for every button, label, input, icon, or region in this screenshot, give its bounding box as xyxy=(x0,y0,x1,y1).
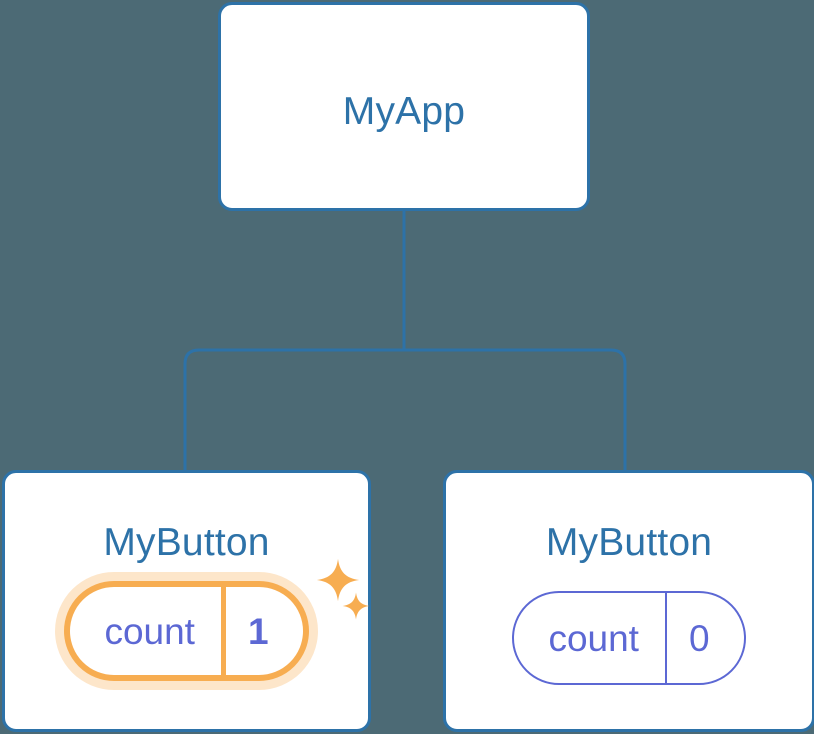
node-card-child-2[interactable]: MyButton count 0 xyxy=(443,470,814,732)
node-title-child-1: MyButton xyxy=(103,521,270,564)
state-key-child-1: count xyxy=(104,610,195,652)
state-badge-child-2[interactable]: count 0 xyxy=(512,591,746,685)
node-title-root: MyApp xyxy=(342,90,466,133)
node-card-child-1[interactable]: MyButton count 1 xyxy=(2,470,371,732)
node-title-child-2: MyButton xyxy=(545,521,713,564)
state-badge-wrap-child-2: count 0 xyxy=(446,591,812,685)
state-badge-child-1[interactable]: count 1 xyxy=(64,581,309,681)
state-value-child-1: 1 xyxy=(220,587,303,675)
node-card-root[interactable]: MyApp xyxy=(218,2,590,211)
connector-children-bus xyxy=(183,348,627,480)
state-key-child-2: count xyxy=(548,617,639,659)
state-badge-wrap-child-1: count 1 xyxy=(5,581,368,681)
state-value-child-2: 0 xyxy=(664,593,744,683)
